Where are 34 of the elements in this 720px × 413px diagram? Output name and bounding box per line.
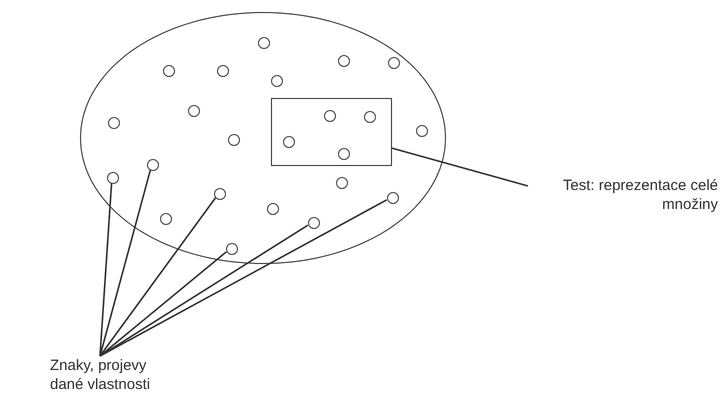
element-circle (387, 192, 399, 204)
leader-line (100, 251, 227, 357)
leader-line (99, 197, 216, 356)
element-circle (228, 134, 240, 146)
element-circle (308, 217, 320, 229)
element-circle (107, 172, 119, 184)
element-circle (271, 75, 283, 87)
element-circle (108, 117, 120, 129)
element-circle (324, 110, 336, 122)
callout-text: Znaky, projevy dané vlastnosti (50, 356, 180, 394)
element-circle (147, 159, 159, 171)
element-circle (338, 148, 350, 160)
element-circle (217, 65, 229, 77)
element-circle (214, 188, 226, 200)
element-circle (188, 105, 200, 117)
callout-text: Test: reprezentace celé množiny (508, 176, 718, 214)
element-circle (336, 177, 348, 189)
leader-line (99, 170, 152, 356)
element-circle (226, 243, 238, 255)
leader-line (99, 182, 112, 356)
leader-line (100, 199, 388, 357)
element-circle (160, 213, 172, 225)
sample-rectangle (271, 98, 392, 166)
element-circle (338, 55, 350, 67)
leader-line (100, 224, 308, 357)
element-circle (388, 57, 400, 69)
element-circle (267, 203, 279, 215)
element-circle (283, 136, 295, 148)
element-circle (258, 37, 270, 49)
element-circle (163, 65, 175, 77)
set-ellipse (80, 12, 446, 264)
leader-line (390, 147, 528, 187)
element-circle (416, 125, 428, 137)
element-circle (364, 111, 376, 123)
